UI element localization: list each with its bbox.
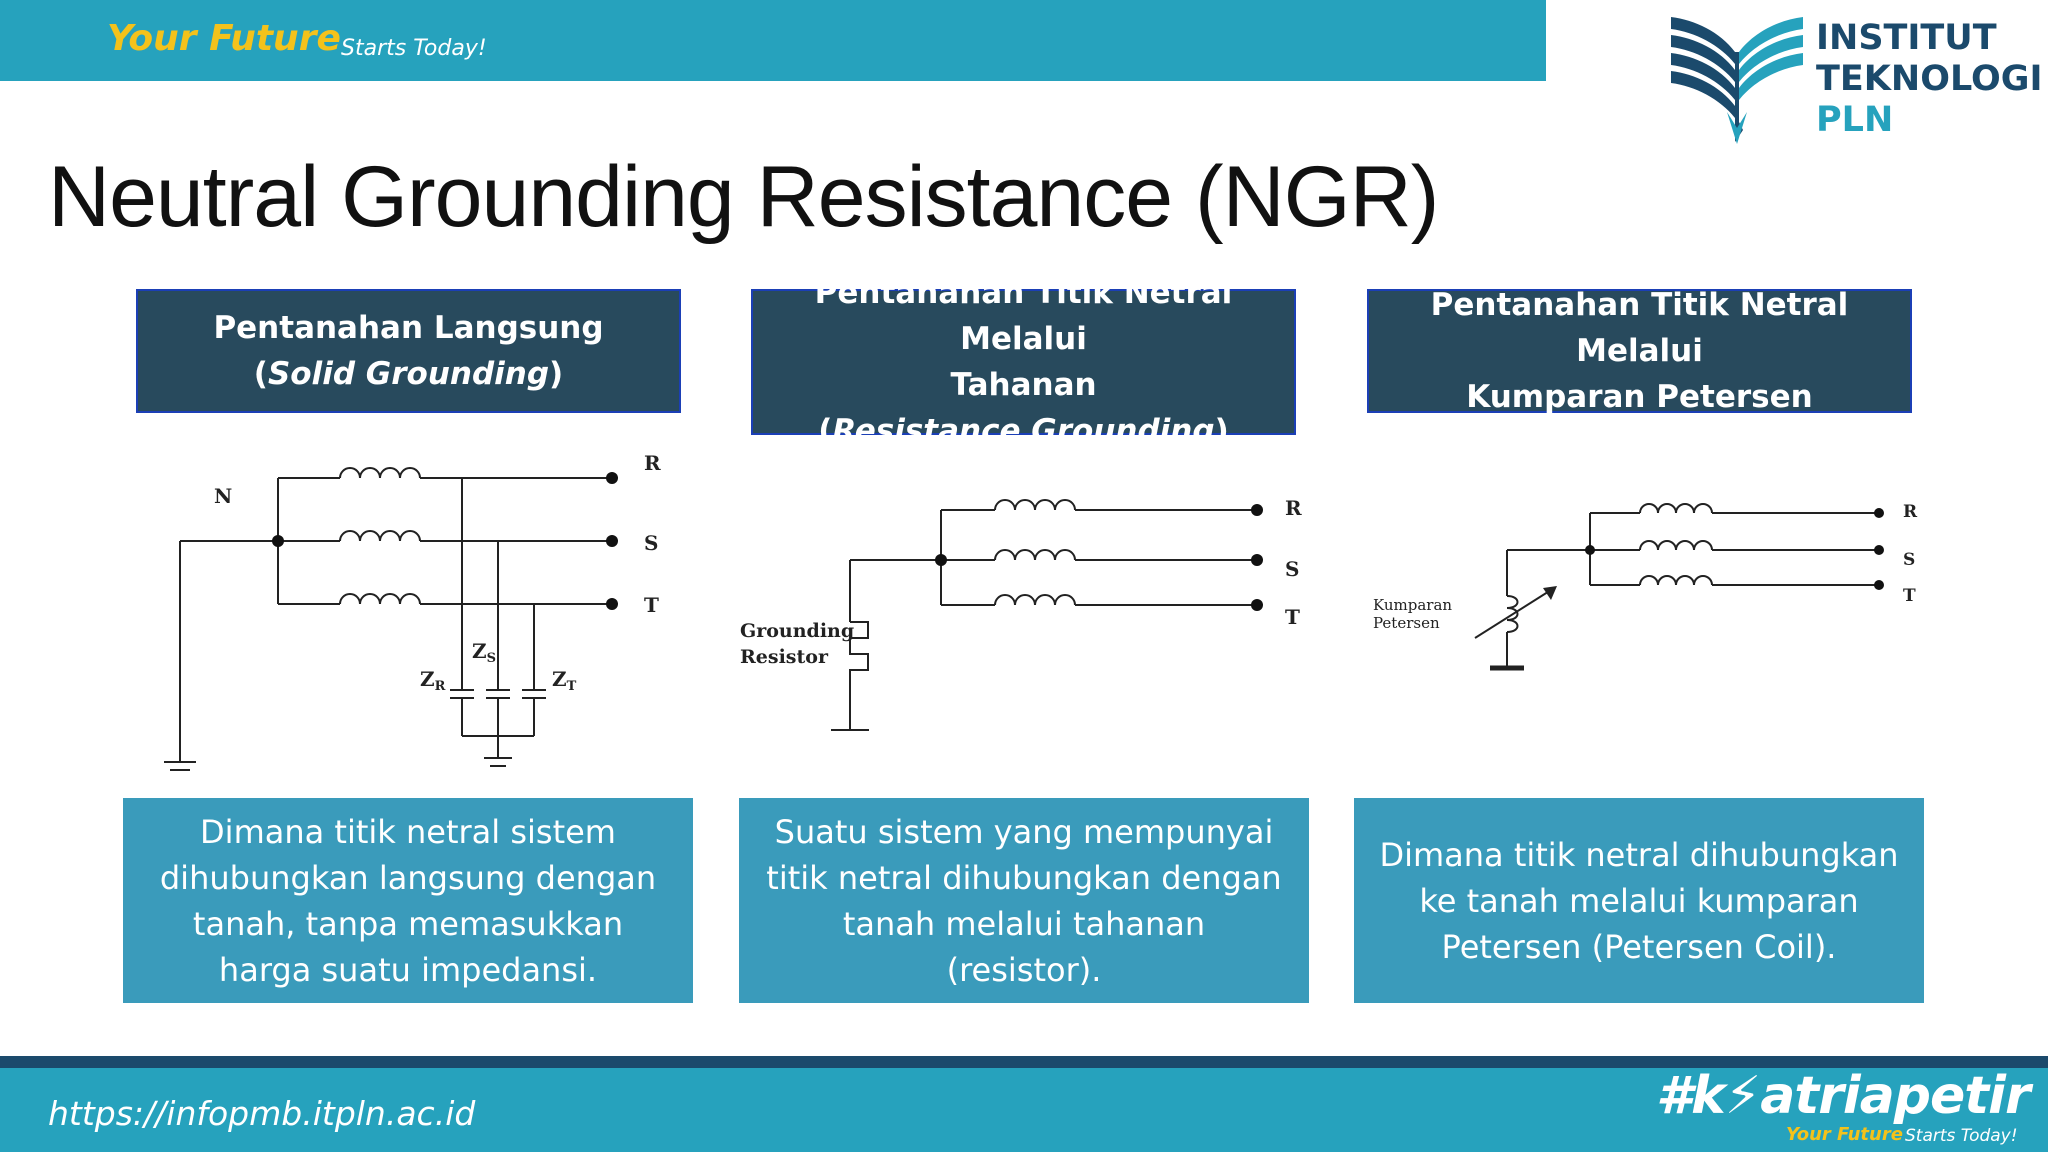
label-s: S — [1903, 550, 1915, 570]
description-solid-grounding: Dimana titik netral sistem dihubungkan l… — [123, 798, 693, 1003]
label-t: T — [644, 593, 659, 617]
resistance-grounding-diagram: R S T Grounding Resistor — [740, 496, 1302, 731]
petersen-coil-diagram: R S T Kumparan Petersen — [1373, 502, 1918, 671]
label-r: R — [644, 451, 661, 475]
heading-line: Pentanahan Titik Netral Melalui — [1430, 287, 1849, 369]
header-bar: Your Future Starts Today! — [0, 0, 1546, 81]
book-icon — [1671, 17, 1803, 144]
label-t: T — [1903, 586, 1916, 606]
label-r: R — [1903, 502, 1918, 522]
logo-line-2: TEKNOLOGI — [1816, 59, 2043, 99]
heading-italic-line: (Solid Grounding) — [253, 356, 564, 392]
heading-resistance-grounding: Pentanahan Titik Netral Melalui Tahanan … — [751, 275, 1296, 449]
label-petersen: Petersen — [1373, 614, 1440, 632]
description-resistance-grounding: Suatu sistem yang mempunyai titik netral… — [739, 798, 1309, 1003]
tagline-sub: Starts Today! — [341, 36, 487, 61]
itpln-logo: INSTITUT TEKNOLOGI PLN — [1665, 12, 2045, 152]
label-r: R — [1285, 496, 1302, 520]
label-zt: ZT — [552, 667, 577, 694]
heading-petersen-coil: Pentanahan Titik Netral Melalui Kumparan… — [1367, 287, 1912, 415]
footer-tagline-main: Your Future — [1786, 1124, 1903, 1145]
footer-bar — [0, 1068, 2048, 1152]
solid-grounding-diagram: N R S T ZR ZS ZT — [164, 451, 661, 771]
heading-italic: Resistance Grounding — [832, 413, 1215, 449]
label-n: N — [214, 484, 232, 508]
description-petersen-coil: Dimana titik netral dihubungkan ke tanah… — [1354, 798, 1924, 1003]
logo-line-1: INSTITUT — [1816, 18, 1997, 58]
heading-line: Kumparan Petersen — [1466, 379, 1813, 415]
footer-hashtag: #k⚡atriapetir — [1656, 1066, 2031, 1126]
label-kumparan: Kumparan — [1373, 596, 1452, 614]
heading-solid-grounding: Pentanahan Langsung (Solid Grounding) — [136, 289, 681, 413]
heading-italic: Solid Grounding — [267, 356, 550, 392]
heading-italic-line: (Resistance Grounding) — [818, 413, 1229, 449]
label-grounding: Grounding — [740, 620, 854, 642]
label-s: S — [1285, 557, 1299, 581]
label-resistor: Resistor — [740, 646, 829, 668]
label-t: T — [1285, 605, 1300, 629]
label-zr: ZR — [420, 667, 446, 694]
footer-url[interactable]: https://infopmb.itpln.ac.id — [48, 1094, 476, 1133]
label-s: S — [644, 531, 658, 555]
heading-line: Tahanan — [950, 367, 1097, 403]
heading-line: Pentanahan Titik Netral Melalui — [814, 275, 1233, 357]
footer-divider — [0, 1056, 2048, 1068]
heading-line: Pentanahan Langsung — [213, 310, 604, 346]
label-zs: ZS — [472, 639, 496, 666]
logo-wordmark: INSTITUT TEKNOLOGI PLN — [1816, 18, 2043, 141]
tagline-main: Your Future — [107, 18, 341, 59]
footer-tagline-sub: Starts Today! — [1905, 1126, 2018, 1146]
logo-line-3: PLN — [1816, 100, 1894, 140]
page-title: Neutral Grounding Resistance (NGR) — [48, 149, 1439, 245]
